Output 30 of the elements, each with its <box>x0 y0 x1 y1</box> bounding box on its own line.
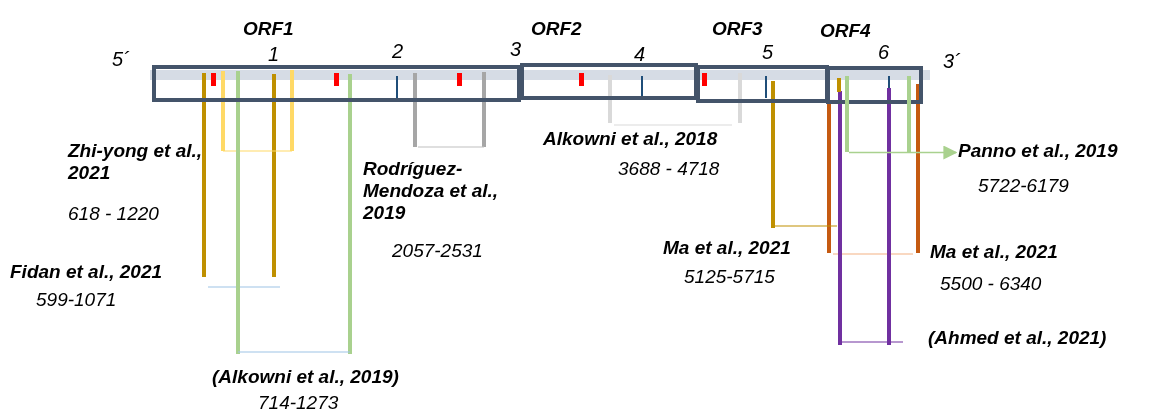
orf-heading: ORF1 <box>243 18 294 40</box>
arrow <box>910 145 958 160</box>
position-range: 2057-2531 <box>392 240 483 262</box>
citation: Rodríguez-Mendoza et al., 2019 <box>363 158 500 224</box>
position-range: 3688 - 4718 <box>618 158 720 180</box>
scale-label: 3 <box>510 38 522 60</box>
citation: Fidan et al., 2021 <box>10 261 163 283</box>
citation: Ma et al., 2021 <box>663 237 791 259</box>
citation: Panno et al., 2019 <box>958 140 1118 162</box>
orf-heading: ORF4 <box>820 20 871 42</box>
scale-label: 1 <box>268 43 280 65</box>
citation: Ma et al., 2021 <box>930 241 1058 263</box>
scale-label: 2 <box>392 40 404 62</box>
position-range: 599-1071 <box>36 289 117 311</box>
citation: (Ahmed et al., 2021) <box>928 327 1107 349</box>
citation: (Alkowni et al., 2019) <box>212 366 399 388</box>
position-range: 618 - 1220 <box>68 203 159 225</box>
position-range: 5500 - 6340 <box>940 273 1042 295</box>
position-range: 5125-5715 <box>684 266 775 288</box>
strand-end-label: 5´ <box>112 48 130 70</box>
orf-heading: ORF3 <box>712 18 763 40</box>
citation: Alkowni et al., 2018 <box>543 128 718 150</box>
position-range: 714-1273 <box>258 392 339 414</box>
citation: Zhi-yong et al., 2021 <box>68 140 203 184</box>
strand-end-label: 3´ <box>943 50 961 72</box>
scale-label: 4 <box>634 43 646 65</box>
scale-label: 6 <box>878 41 890 63</box>
orf-heading: ORF2 <box>531 18 582 40</box>
position-range: 5722-6179 <box>978 175 1069 197</box>
scale-label: 5 <box>762 41 774 63</box>
